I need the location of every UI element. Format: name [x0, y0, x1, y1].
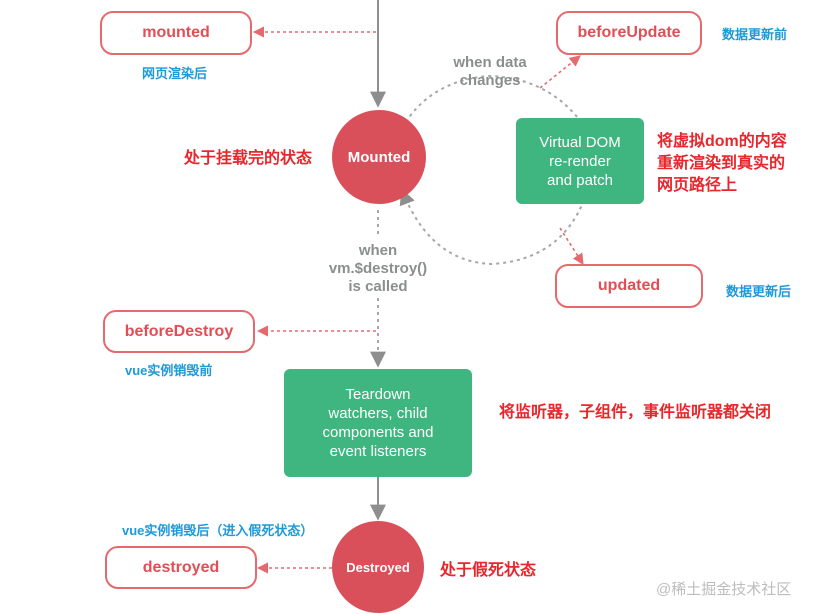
watermark: @稀土掘金技术社区 [656, 581, 792, 598]
condition-data-changes: when data changes [453, 54, 527, 89]
note-vdom-desc: 将虚拟dom的内容 重新渲染到真实的 网页路径上 [657, 133, 787, 194]
note-dead-state: 处于假死状态 [440, 562, 537, 579]
update-cycle-top-arc [401, 74, 579, 129]
process-vdom-rerender: Virtual DOM re-render and patch [516, 118, 644, 204]
note-before-update: 数据更新前 [722, 27, 788, 42]
hook-updated: updated [555, 264, 703, 308]
note-before-destroy: vue实例销毁前 [125, 363, 213, 378]
hook-arrow-updated [559, 227, 584, 265]
condition-destroy-called: when vm.$destroy() is called [328, 242, 428, 295]
update-cycle-bottom-arc [399, 188, 585, 266]
note-after-destroy: vue实例销毁后（进入假死状态） [122, 523, 314, 538]
state-mounted: Mounted [332, 110, 426, 204]
state-destroyed: Destroyed [332, 521, 424, 613]
note-page-rendered: 网页渲染后 [142, 66, 208, 81]
hook-mounted: mounted [100, 11, 252, 55]
note-mounted-state: 处于挂载完的状态 [184, 150, 313, 167]
note-teardown-desc: 将监听器，子组件，事件监听器都关闭 [499, 404, 772, 421]
hook-destroyed: destroyed [105, 546, 257, 589]
process-teardown: Teardown watchers, child components and … [284, 369, 472, 477]
hook-before-update: beforeUpdate [556, 11, 702, 55]
hook-arrow-before-update [539, 55, 581, 89]
hook-before-destroy: beforeDestroy [103, 310, 255, 353]
note-after-update: 数据更新后 [726, 284, 792, 299]
